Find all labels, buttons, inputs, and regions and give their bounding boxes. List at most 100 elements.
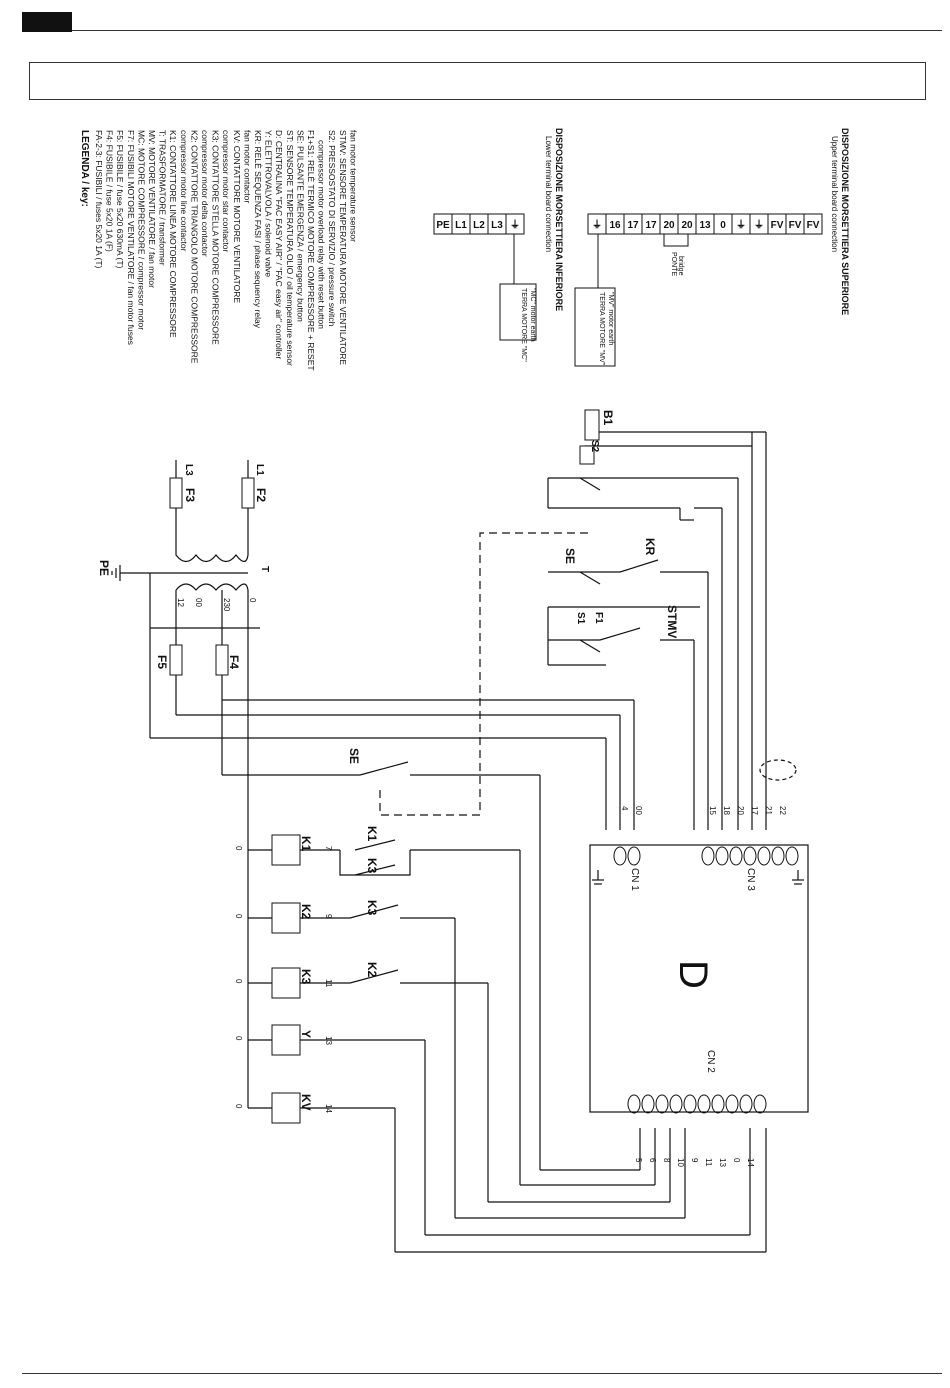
- header-tab: [22, 12, 72, 32]
- upper-terminal-cell-label: ⏚: [754, 219, 764, 231]
- fuse-f5-symbol: [169, 644, 183, 676]
- lower-terminal-cell-label: L1: [455, 220, 467, 231]
- wire-number-transformer: 12: [176, 598, 185, 607]
- label-b1: B1: [601, 410, 615, 426]
- upper-terminal-cell-label: 16: [609, 220, 621, 231]
- upper-terminal-cell-label: 20: [681, 220, 693, 231]
- bridge-label-en: bridge: [677, 256, 684, 276]
- upper-terminal-cell-label: 17: [645, 220, 657, 231]
- pe-earth-icon: [111, 565, 121, 581]
- header-rule: [72, 30, 942, 31]
- footer-rule: [22, 1373, 942, 1374]
- legend-line: STMV: SENSORE TEMPERATURA MOTORE VENTILA…: [338, 130, 348, 365]
- legend-line: MC: MOTORE COMPRESSORE / compressor moto…: [136, 130, 146, 330]
- legend-line: F4: FUSIBILE / fuse 5x20 1A (F): [105, 130, 115, 252]
- wire-number-transformer: 00: [194, 598, 203, 607]
- s2-symbol: [579, 445, 595, 465]
- legend-line: compressor motor overload relay with res…: [317, 140, 327, 329]
- legend-line: fan motor temperature sensor: [348, 130, 358, 242]
- legend-line: T: TRASFORMATORE / transformer: [158, 130, 168, 266]
- label-cn1: CN 1: [629, 868, 640, 891]
- components: [111, 409, 809, 1124]
- wire-number-transformer: 230: [222, 598, 231, 612]
- upper-board-title: DISPOSIZIONE MORSETTIERA SUPERIORE: [840, 128, 850, 315]
- cn3-pin: [771, 846, 785, 866]
- label-stmv: STMV: [665, 605, 679, 638]
- fuse-f3-symbol: [169, 477, 183, 509]
- wire-number-cn2: 9: [690, 1158, 699, 1163]
- wire-number-cn3: 15: [708, 806, 717, 815]
- wire-number-cn3: 22: [778, 806, 787, 815]
- label-k2: K2: [299, 904, 313, 920]
- wire-number-cn3: 21: [764, 806, 773, 815]
- label-k3: K3: [299, 969, 313, 985]
- legend-line: S2: PRESSOSTATO DI SERVIZIO / pressure s…: [327, 130, 337, 327]
- label-transformer: T: [259, 566, 270, 572]
- label-k3-contact: K3: [365, 858, 379, 874]
- label-se-left: SE: [347, 748, 361, 764]
- cn2-pin: [739, 1094, 753, 1114]
- lower-terminal-cell-label: ⏚: [510, 219, 520, 231]
- label-l3: L3: [183, 464, 194, 476]
- legend-line: compressor motor star contactor: [221, 130, 231, 253]
- cn3-pin: [757, 846, 771, 866]
- cn2-pin: [655, 1094, 669, 1114]
- legend-line: D: CENTRALINA "FAC EASY AIR" / "FAC easy…: [274, 130, 284, 359]
- y-coil: [271, 1024, 301, 1056]
- upper-terminal-cell-label: 13: [699, 220, 711, 231]
- cn3-pin: [729, 846, 743, 866]
- b1-symbol: [584, 409, 600, 441]
- upper-terminal-cell-label: FV: [807, 220, 820, 231]
- label-se-right: SE: [563, 548, 577, 564]
- k2-coil: [271, 902, 301, 934]
- upper-board-subtitle: Upper terminal board connection: [830, 136, 839, 252]
- wire-number-cn2: 5: [634, 1158, 643, 1163]
- upper-terminal-cell-label: ⏚: [736, 219, 746, 231]
- label-k2-nc: K2: [365, 962, 379, 978]
- label-f5: F5: [155, 655, 169, 669]
- cn3-connector: [701, 846, 799, 866]
- wire-number-cn2: 14: [746, 1158, 755, 1167]
- label-y: Y: [299, 1030, 313, 1038]
- legend-line: Y: ELETTROVALVOLA / solenoid valve: [264, 130, 274, 277]
- cn2-pin: [683, 1094, 697, 1114]
- cn1-pin: [613, 846, 627, 866]
- wire-number-coil: 13: [324, 1036, 333, 1045]
- fuse-f4-symbol: [215, 644, 229, 676]
- cn2-pin: [669, 1094, 683, 1114]
- legend-line: K2: CONTATTORE TRIANGOLO MOTORE COMPRESS…: [189, 130, 199, 364]
- lower-terminal-cell-label: PE: [436, 220, 450, 231]
- controller-d-box: [589, 844, 809, 1113]
- legend-lines: FA-2-3: FUSIBILI / fuses 5x20 1A (T)F4: …: [94, 130, 358, 371]
- wires: [120, 431, 797, 1253]
- fuse-f2-symbol: [241, 477, 255, 509]
- upper-terminal-cell: [803, 213, 823, 235]
- legend-line: KV: CONTATTORE MOTORE VENTILATORE: [232, 130, 242, 303]
- lower-earth-label-en: "MC" motor earth: [529, 288, 536, 342]
- label-f1: F1: [593, 612, 604, 624]
- k1-coil: [271, 834, 301, 866]
- cn2-pin: [725, 1094, 739, 1114]
- cn2-pin: [711, 1094, 725, 1114]
- legend-line: F5: FUSIBILE / fuse 5x20 630mA (T): [115, 130, 125, 269]
- wire-number-cn3: 17: [750, 806, 759, 815]
- cn3-pin: [715, 846, 729, 866]
- wire-number-cn3: 18: [722, 806, 731, 815]
- wire-number-cn2: 6: [648, 1158, 657, 1163]
- upper-terminal-board: DISPOSIZIONE MORSETTIERA SUPERIORE Upper…: [574, 128, 850, 367]
- cn2-pin: [753, 1094, 767, 1114]
- label-l1: L1: [254, 464, 265, 476]
- wire-number-rail: 0: [234, 1036, 243, 1041]
- label-kv: KV: [299, 1094, 313, 1111]
- title-box: [29, 62, 926, 100]
- upper-terminal-cell-label: FV: [771, 220, 784, 231]
- wire-number-rail: 0: [234, 846, 243, 851]
- cn2-pin: [697, 1094, 711, 1114]
- cn3-pin: [785, 846, 799, 866]
- wire-number-rail: 0: [234, 1104, 243, 1109]
- legend-line: F1+S1: RELÈ TERMICO MOTORE COMPRESSORE +…: [306, 130, 316, 371]
- legend-line: compressor motor delta contactor: [200, 130, 210, 257]
